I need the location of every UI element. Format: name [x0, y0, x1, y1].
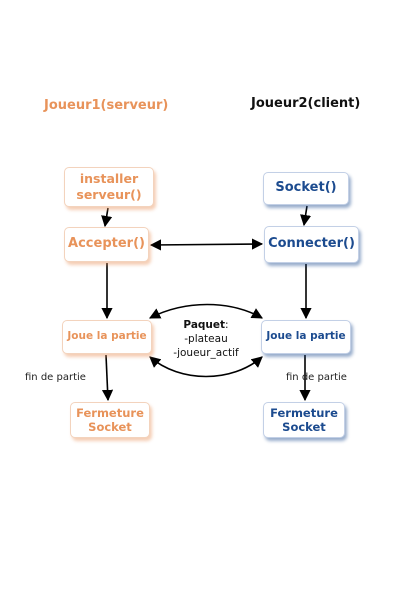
client-column-title: Joueur2(client) — [251, 96, 361, 111]
packet-title: Paquet — [183, 319, 226, 331]
packet-field-joueur-actif: -joueur_actif — [173, 347, 239, 360]
client-play-label: Joue la partie — [266, 330, 346, 343]
connect-box: Connecter() — [264, 226, 359, 263]
packet-title-colon: : — [225, 319, 229, 331]
install-server-label-line1: installer — [79, 171, 139, 187]
server-column-title: Joueur1(serveur) — [44, 98, 169, 113]
server-close-socket-box: Fermeture Socket — [70, 402, 150, 438]
client-close-label-line1: Fermeture — [270, 405, 338, 420]
server-end-of-game-label: fin de partie — [25, 372, 86, 383]
socket-box: Socket() — [263, 172, 349, 205]
server-play-label: Joue la partie — [67, 330, 147, 343]
client-play-box: Joue la partie — [261, 320, 351, 354]
server-close-label-line1: Fermeture — [76, 405, 144, 420]
arrow-accept-connect — [149, 238, 264, 251]
install-server-box: installer serveur() — [64, 167, 154, 207]
arrow-packet-lower — [149, 356, 263, 378]
accept-box: Accepter() — [64, 227, 149, 262]
arrow-install-to-accept — [101, 207, 113, 228]
arrow-packet-upper — [149, 303, 263, 319]
arrow-socket-to-connect — [300, 205, 312, 227]
connect-label: Connecter() — [268, 236, 355, 252]
accept-label: Accepter() — [68, 236, 145, 252]
client-close-label-line2: Socket — [282, 420, 326, 434]
server-play-box: Joue la partie — [62, 320, 152, 354]
server-close-label-line2: Socket — [88, 420, 132, 434]
packet-field-plateau: -plateau — [184, 333, 228, 346]
packet-annotation: Paquet: -plateau -joueur_actif — [166, 318, 246, 361]
arrow-play-to-close-server — [101, 354, 114, 402]
socket-label: Socket() — [275, 180, 337, 196]
client-end-of-game-label: fin de partie — [286, 372, 347, 383]
client-close-socket-box: Fermeture Socket — [263, 402, 345, 438]
install-server-label-line2: serveur() — [76, 187, 142, 202]
